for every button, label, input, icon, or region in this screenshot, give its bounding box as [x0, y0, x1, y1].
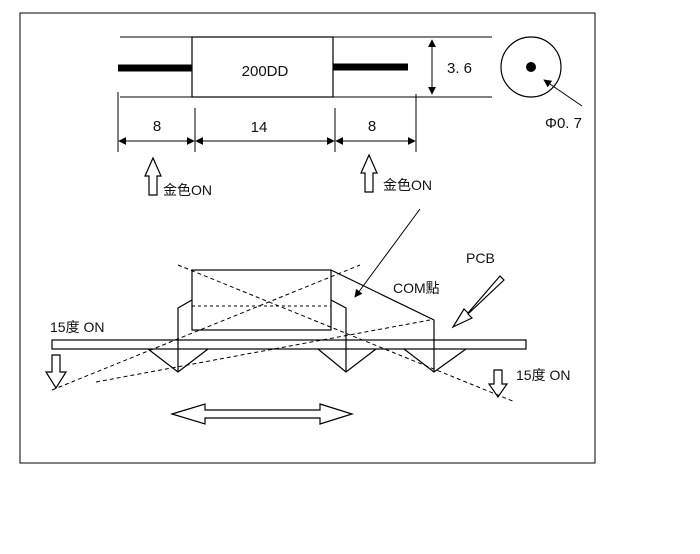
- mounted-right-lead: [330, 299, 347, 372]
- tilt-line-lower: [95, 319, 431, 383]
- component-body: [191, 36, 334, 98]
- mounted-view: COM點 PCB 15度 ON 15度 ON: [44, 208, 570, 425]
- angle-right-arrow: [487, 369, 509, 399]
- angle-right-label: 15度 ON: [516, 367, 570, 383]
- dim-body-label: 14: [251, 119, 268, 136]
- angle-left-arrow: [44, 354, 68, 390]
- lead-end-view-dot: [526, 62, 536, 72]
- com-point-label: COM點: [393, 280, 440, 296]
- mounted-far-right-lead: [330, 269, 435, 372]
- pcb-label: PCB: [466, 250, 495, 266]
- gold-on-right-arrow: [360, 153, 378, 193]
- tilt-line-right: [177, 264, 516, 403]
- mounted-body-dashed-outline: [191, 305, 332, 331]
- lead-diameter-leader: [543, 79, 583, 107]
- gold-on-left-arrow: [144, 156, 162, 196]
- fillet-right: [403, 348, 467, 373]
- length-dimensions: 8 14 8: [117, 92, 417, 152]
- mounted-left-lead: [177, 299, 193, 372]
- component-body-label: 200DD: [242, 63, 289, 80]
- dim-right-lead-label: 8: [368, 118, 376, 135]
- tilt-line-left: [51, 264, 361, 391]
- fillet-left: [147, 348, 209, 373]
- movement-double-arrow: [169, 403, 355, 425]
- angle-left-label: 15度 ON: [50, 319, 104, 335]
- dim-left-lead-label: 8: [153, 118, 161, 135]
- component-side-view: 200DD 3. 6 Φ0. 7: [118, 36, 583, 132]
- pcb-board: [51, 339, 527, 350]
- mounted-component-body: [191, 269, 332, 331]
- diameter-label: 3. 6: [447, 60, 472, 77]
- pcb-pointer-arrow: [451, 275, 505, 329]
- lead-diameter-label: Φ0. 7: [545, 115, 582, 132]
- com-point-leader: [354, 208, 421, 298]
- fillet-mid: [317, 348, 377, 373]
- gold-on-right-label: 金色ON: [383, 177, 432, 193]
- gold-on-left-label: 金色ON: [163, 182, 212, 198]
